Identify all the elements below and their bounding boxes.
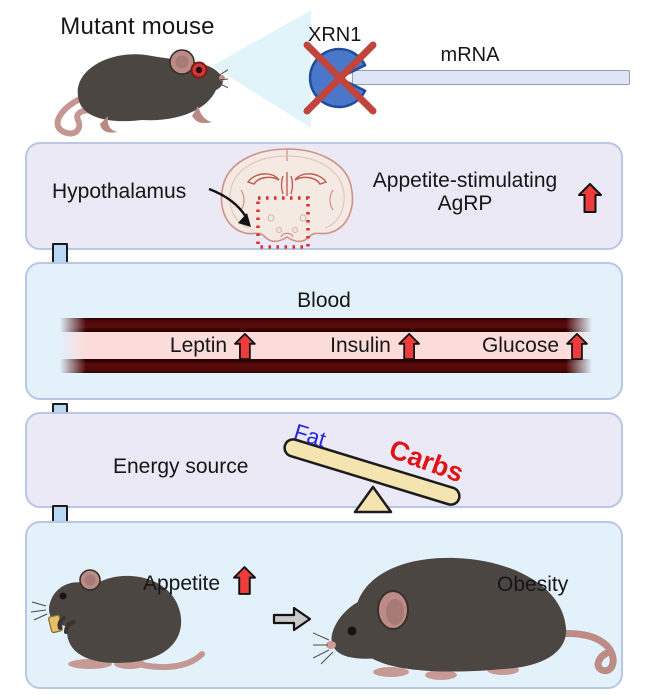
leptin-label: Leptin (169, 334, 228, 357)
transition-right-arrow-icon (272, 606, 312, 632)
blood-vessel (60, 318, 592, 373)
energy-source-label: Energy source (113, 455, 249, 478)
mouse-whiskers (217, 69, 228, 89)
mouse-tail (54, 95, 99, 137)
mutant-mouse-illustration (54, 49, 228, 137)
obese-mouse-illustration (313, 557, 617, 680)
seesaw-fulcrum (353, 485, 393, 514)
seesaw-beam (283, 438, 461, 506)
mouse-eye (59, 592, 67, 600)
mrna-label: mRNA (440, 44, 500, 66)
blood-item-glucose: Glucose (482, 332, 588, 360)
pointer-arrow (208, 187, 251, 227)
hypothalamus-label: Hypothalamus (52, 180, 187, 203)
agrp-caption: Appetite-stimulating AgRP (365, 169, 565, 215)
mouse-whiskers (30, 601, 48, 621)
glucose-up-arrow-icon (566, 332, 588, 360)
mouse-paws (57, 616, 76, 634)
eating-mouse-illustration (30, 569, 205, 671)
blood-title: Blood (297, 289, 351, 312)
xrn1-enzyme-crossed-icon (303, 41, 377, 115)
glucose-label: Glucose (481, 334, 560, 357)
mutant-mouse-label: Mutant mouse (60, 13, 215, 40)
blood-item-leptin: Leptin (170, 332, 256, 360)
obesity-label: Obesity (497, 573, 569, 596)
appetite-up-arrow-icon (233, 566, 256, 595)
appetite-label: Appetite (143, 572, 221, 595)
seesaw-illustration (283, 438, 461, 514)
insulin-label: Insulin (330, 334, 391, 357)
view-cone-shape (212, 10, 311, 128)
leptin-up-arrow-icon (234, 332, 256, 360)
hypothalamus-highlight-box (256, 196, 310, 249)
mouse-nose (326, 641, 336, 649)
blood-item-insulin: Insulin (330, 332, 420, 360)
mouse-whiskers (313, 632, 334, 665)
agrp-caption-line1: Appetite-stimulating (372, 169, 558, 192)
agrp-caption-line2: AgRP (437, 192, 493, 215)
mrna-strand (352, 70, 630, 85)
xrn1-label: XRN1 (308, 24, 362, 46)
mouse-eye (347, 626, 357, 636)
insulin-up-arrow-icon (398, 332, 420, 360)
agrp-up-arrow-icon (578, 183, 602, 213)
